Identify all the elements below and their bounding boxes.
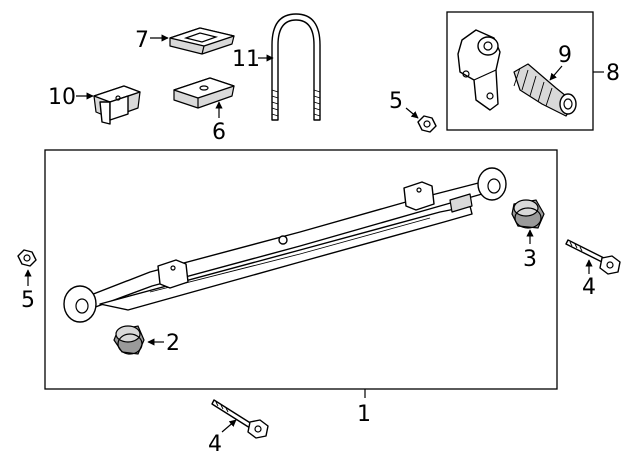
callout-7: 7: [135, 28, 149, 53]
spacer-block-7: [169, 27, 235, 55]
callout-10: 10: [48, 85, 76, 110]
plate-6: [173, 77, 235, 109]
u-bolt-11: [271, 13, 321, 121]
leader-4-bottom: [221, 419, 237, 433]
callout-4-bottom: 4: [208, 432, 222, 457]
nut-5-left: [17, 249, 37, 267]
bolt-4-bottom: [211, 399, 269, 439]
callout-1: 1: [357, 402, 371, 427]
leaf-spring-box-1: [44, 149, 558, 390]
bushing-9: [513, 63, 577, 117]
shackle-8: [457, 29, 501, 111]
callout-11: 11: [232, 47, 260, 72]
callout-6: 6: [212, 120, 226, 145]
nut-5-top: [417, 115, 437, 133]
bushing-3: [511, 199, 545, 229]
inset-box-8: [446, 11, 594, 131]
bracket-10: [93, 85, 141, 125]
callout-4-right: 4: [582, 275, 596, 300]
bushing-2: [113, 325, 145, 355]
callout-3: 3: [523, 247, 537, 272]
callout-5-top: 5: [389, 89, 403, 114]
leader-9: [549, 65, 563, 81]
bolt-4-right: [565, 239, 621, 275]
callout-2: 2: [166, 331, 180, 356]
leader-5-top: [405, 107, 419, 119]
callout-5-left: 5: [21, 288, 35, 313]
leaf-spring-1: [63, 167, 507, 323]
callout-8: 8: [606, 61, 620, 86]
callout-9: 9: [558, 43, 572, 68]
